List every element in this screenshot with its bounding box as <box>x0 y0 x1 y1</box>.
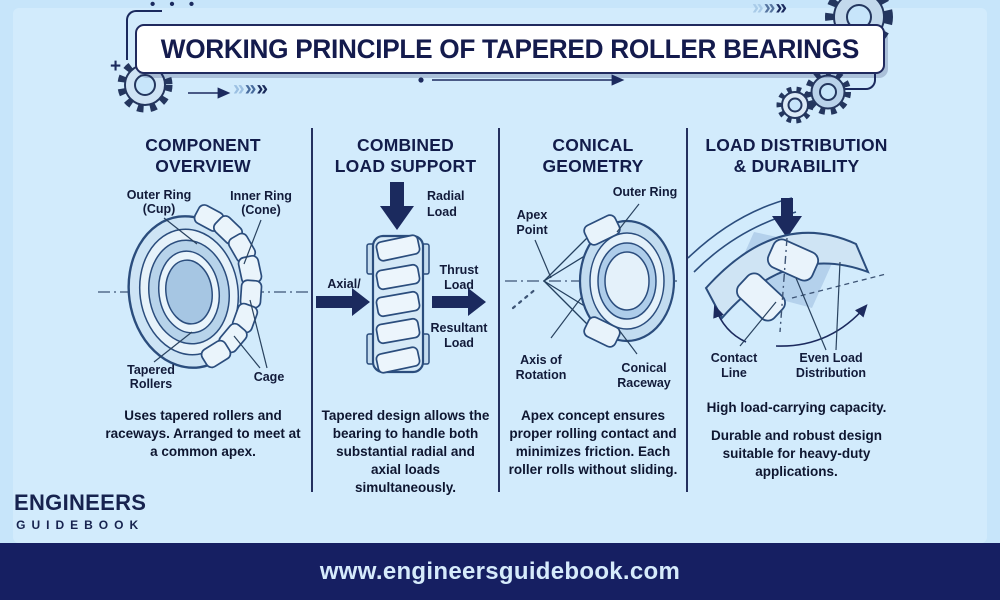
description-text-2: Durable and robust design suitable for h… <box>710 427 883 479</box>
column-description: High load-carrying capacity. Durable and… <box>688 399 905 491</box>
label-axial: Axial/ <box>327 277 361 291</box>
heading-line: & DURABILITY <box>733 156 860 177</box>
column-combined-load-support: COMBINED LOAD SUPPORT <box>313 128 500 495</box>
chevrons-icon: »»» <box>233 77 269 100</box>
label-raceway-2: Raceway <box>617 376 671 390</box>
brand-tagline: GUIDEBOOK <box>16 518 145 532</box>
arrow-right-icon <box>418 74 625 86</box>
heading-line: LOAD SUPPORT <box>334 156 477 177</box>
label-cage: Cage <box>254 370 285 384</box>
load-arrow <box>772 197 802 238</box>
rollers <box>736 238 820 322</box>
corner-bracket-left <box>126 10 162 60</box>
description-text: Apex concept ensures proper rolling cont… <box>508 407 678 477</box>
column-load-distribution: LOAD DISTRIBUTION & DURABILITY <box>687 128 905 492</box>
label-raceway: Conical <box>621 361 666 375</box>
label-resultant-2: Load <box>444 336 474 350</box>
column-component-overview: COMPONENT OVERVIEW <box>95 128 313 492</box>
column-description: Apex concept ensures proper rolling cont… <box>500 407 686 489</box>
columns-container: COMPONENT OVERVIEW <box>95 128 905 495</box>
bearing-rings <box>127 214 251 369</box>
column-heading: COMPONENT OVERVIEW <box>145 135 261 178</box>
column-heading: LOAD DISTRIBUTION & DURABILITY <box>705 135 887 178</box>
label-outer-ring-2: (Cup) <box>143 202 176 216</box>
brand-logo: ENGINEERS GUIDEBOOK <box>14 490 146 532</box>
radial-load-arrow <box>380 181 414 230</box>
heading-line: OVERVIEW <box>155 156 251 177</box>
brand-name: ENGINEERS <box>14 490 147 515</box>
label-thrust: Thrust <box>440 263 480 277</box>
label-apex-2: Point <box>516 223 548 237</box>
heading-line: CONICAL <box>552 135 634 155</box>
bearing-ring <box>578 213 676 348</box>
bearing-components-diagram: Outer Ring (Cup) Inner Ring (Cone) Taper… <box>98 188 308 391</box>
label-thrust-2: Load <box>444 278 474 292</box>
heading-line: COMPONENT <box>145 135 261 155</box>
title-banner: WORKING PRINCIPLE OF TAPERED ROLLER BEAR… <box>135 24 885 74</box>
label-apex: Apex <box>517 208 548 222</box>
column-description: Uses tapered rollers and raceways. Arran… <box>95 407 311 471</box>
label-radial-2: Load <box>427 205 457 219</box>
label-outer-ring: Outer Ring <box>127 188 192 202</box>
chevrons-icon: »»» <box>752 0 788 19</box>
dots-decoration: • • • <box>150 0 200 13</box>
thrust-load-arrow <box>432 287 486 316</box>
description-text: Uses tapered rollers and raceways. Arran… <box>105 407 301 459</box>
arrow-right-icon <box>188 87 231 99</box>
label-even-load: Even Load <box>799 351 862 365</box>
label-contact: Contact <box>711 351 758 365</box>
heading-line: COMBINED <box>357 135 454 155</box>
column-conical-geometry: CONICAL GEOMETRY <box>500 128 688 492</box>
label-even-load-2: Distribution <box>796 366 866 380</box>
page-title: WORKING PRINCIPLE OF TAPERED ROLLER BEAR… <box>160 33 860 64</box>
label-radial: Radial <box>427 189 465 203</box>
label-tapered-rollers: Tapered <box>127 363 175 377</box>
bearing-section <box>366 234 430 374</box>
gear-icon <box>776 86 814 124</box>
heading-line: LOAD DISTRIBUTION <box>705 135 888 155</box>
column-heading: CONICAL GEOMETRY <box>542 135 643 178</box>
load-distribution-diagram: Contact Line Even Load Distribution <box>687 196 887 380</box>
label-inner-ring-2: (Cone) <box>241 203 281 217</box>
label-axis-2: Rotation <box>516 368 567 382</box>
description-text: Tapered design allows the bearing to han… <box>321 407 490 495</box>
conical-geometry-diagram: Outer Ring Apex Point Axis of Rotation C… <box>505 185 681 390</box>
tapered-rollers <box>193 203 263 368</box>
heading-line: GEOMETRY <box>542 156 644 177</box>
label-outer-ring: Outer Ring <box>613 185 678 199</box>
label-inner-ring: Inner Ring <box>230 189 292 203</box>
column-heading: COMBINED LOAD SUPPORT <box>335 135 476 178</box>
load-support-diagram: Radial Load Axial/ Thrust Load Resultant… <box>316 181 489 374</box>
footer-bar: www.engineersguidebook.com <box>0 543 1000 600</box>
label-axis: Axis of <box>520 353 563 367</box>
label-resultant: Resultant <box>431 321 489 335</box>
plus-decoration: + <box>110 56 122 77</box>
gear-icon <box>117 57 173 113</box>
label-contact-2: Line <box>721 366 747 380</box>
axial-load-arrow <box>316 287 370 316</box>
website-url: www.engineersguidebook.com <box>319 557 681 585</box>
description-text: High load-carrying capacity. <box>706 399 887 415</box>
column-description: Tapered design allows the bearing to han… <box>313 407 498 507</box>
label-tapered-rollers-2: Rollers <box>130 377 172 391</box>
